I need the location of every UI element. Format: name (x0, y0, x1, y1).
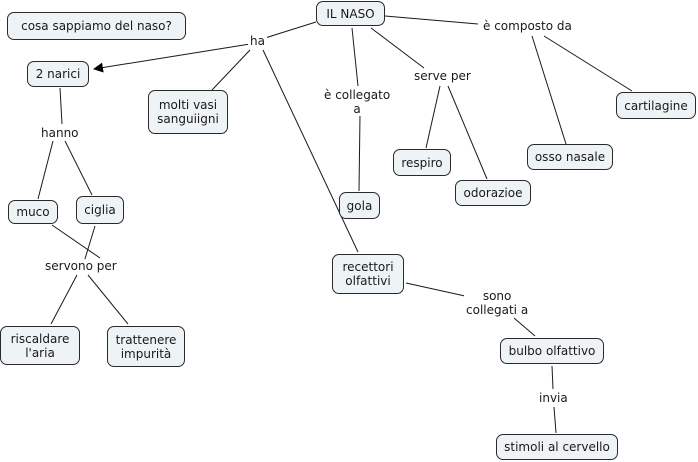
link-root-collegato (351, 27, 359, 87)
concept-il-naso[interactable]: IL NASO (316, 1, 385, 26)
linking-phrase-sono-collegati-a[interactable]: sono collegati a (464, 289, 531, 317)
concept-stimoli-cervello[interactable]: stimoli al cervello (496, 434, 618, 460)
concept-muco[interactable]: muco (8, 200, 58, 224)
link-serve-odorazioe (447, 85, 488, 180)
link-root-composto (384, 15, 479, 25)
concept-vasi-sanguigni[interactable]: molti vasi sanguiigni (148, 90, 228, 134)
linking-phrase-servono-per[interactable]: servono per (43, 259, 119, 273)
concept-recettori-olfattivi[interactable]: recettori olfattivi (332, 254, 404, 294)
link-hanno-ciglia (64, 140, 93, 196)
linking-phrase-ha[interactable]: ha (248, 34, 267, 48)
link-collegato-gola (358, 114, 361, 192)
link-composto-osso (531, 35, 567, 145)
link-servono-trattenere (87, 274, 129, 325)
linking-phrase-serve-per[interactable]: serve per (412, 69, 473, 83)
linking-phrase-invia[interactable]: invia (537, 391, 570, 405)
link-recettori-sono (405, 282, 466, 297)
link-bulbo-invia (551, 365, 554, 390)
link-composto-cartilagine (543, 35, 633, 92)
link-ha-narici (93, 43, 251, 73)
title-node[interactable]: cosa sappiamo del naso? (7, 12, 186, 40)
concept-bulbo-olfattivo[interactable]: bulbo olfattivo (500, 338, 604, 364)
concept-riscaldare-aria[interactable]: riscaldare l'aria (0, 326, 80, 365)
link-root-serve (370, 27, 425, 69)
link-ha-vasi (211, 49, 251, 91)
linking-phrase-e-composto-da[interactable]: è composto da (481, 19, 574, 33)
concept-osso-nasale[interactable]: osso nasale (527, 144, 613, 170)
link-ciglia-servono (83, 225, 96, 263)
link-narici-hanno (59, 87, 63, 125)
concept-ciglia[interactable]: ciglia (76, 196, 124, 224)
concept-respiro[interactable]: respiro (393, 149, 451, 176)
linking-phrase-hanno[interactable]: hanno (39, 126, 81, 140)
linking-phrase-e-collegato-a[interactable]: è collegato a (322, 88, 393, 116)
link-invia-stimoli (553, 406, 557, 434)
concept-2-narici[interactable]: 2 narici (27, 61, 89, 87)
link-servono-riscaldare (50, 274, 78, 325)
link-sono-bulbo (513, 317, 536, 337)
link-serve-respiro (425, 85, 441, 149)
concept-gola[interactable]: gola (339, 192, 380, 219)
concept-cartilagine[interactable]: cartilagine (616, 92, 696, 119)
link-hanno-muco (37, 140, 54, 200)
link-ha-recettori (262, 49, 359, 253)
link-root-ha (264, 21, 317, 39)
concept-trattenere-impurita[interactable]: trattenere impurità (107, 326, 185, 367)
link-muco-servono (51, 224, 101, 259)
concept-odorazioe[interactable]: odorazioe (455, 180, 531, 206)
